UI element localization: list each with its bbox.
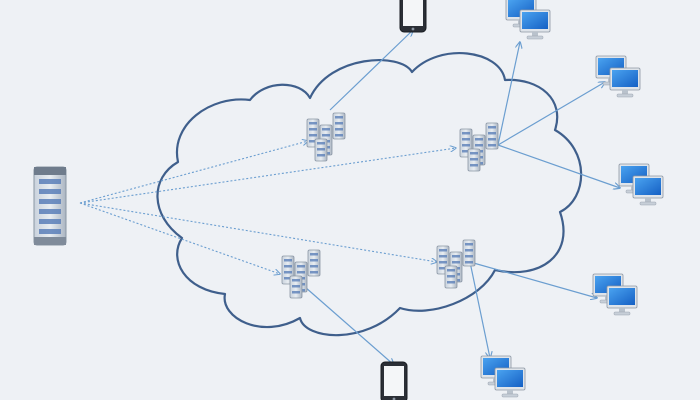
server-cluster-icon bbox=[306, 112, 346, 162]
server-cluster-icon bbox=[436, 239, 476, 289]
connection-arrow bbox=[79, 141, 308, 204]
desktop-pair-icon bbox=[480, 355, 526, 398]
connection-arrow bbox=[469, 261, 597, 298]
node-layer bbox=[33, 0, 664, 400]
desktop-pair-icon bbox=[595, 55, 641, 98]
server-cluster-icon bbox=[459, 122, 499, 172]
connection-arrow bbox=[79, 148, 456, 204]
connection-arrow bbox=[497, 42, 520, 146]
desktop-pair-icon bbox=[618, 163, 664, 206]
connection-arrow bbox=[304, 286, 394, 365]
server-cluster-icon bbox=[281, 249, 321, 299]
mobile-device-icon bbox=[399, 0, 427, 33]
connection-layer bbox=[79, 30, 620, 365]
connection-arrow bbox=[79, 202, 437, 262]
origin-server-icon bbox=[33, 166, 67, 246]
connection-arrow bbox=[497, 82, 605, 146]
mobile-device-icon bbox=[380, 361, 408, 400]
desktop-pair-icon bbox=[592, 273, 638, 316]
desktop-pair-icon bbox=[505, 0, 551, 40]
connection-arrow bbox=[79, 202, 280, 274]
connection-arrow bbox=[329, 30, 413, 111]
connection-arrow bbox=[497, 144, 620, 188]
connection-arrow bbox=[469, 261, 490, 358]
cloud-shape bbox=[156, 52, 583, 337]
